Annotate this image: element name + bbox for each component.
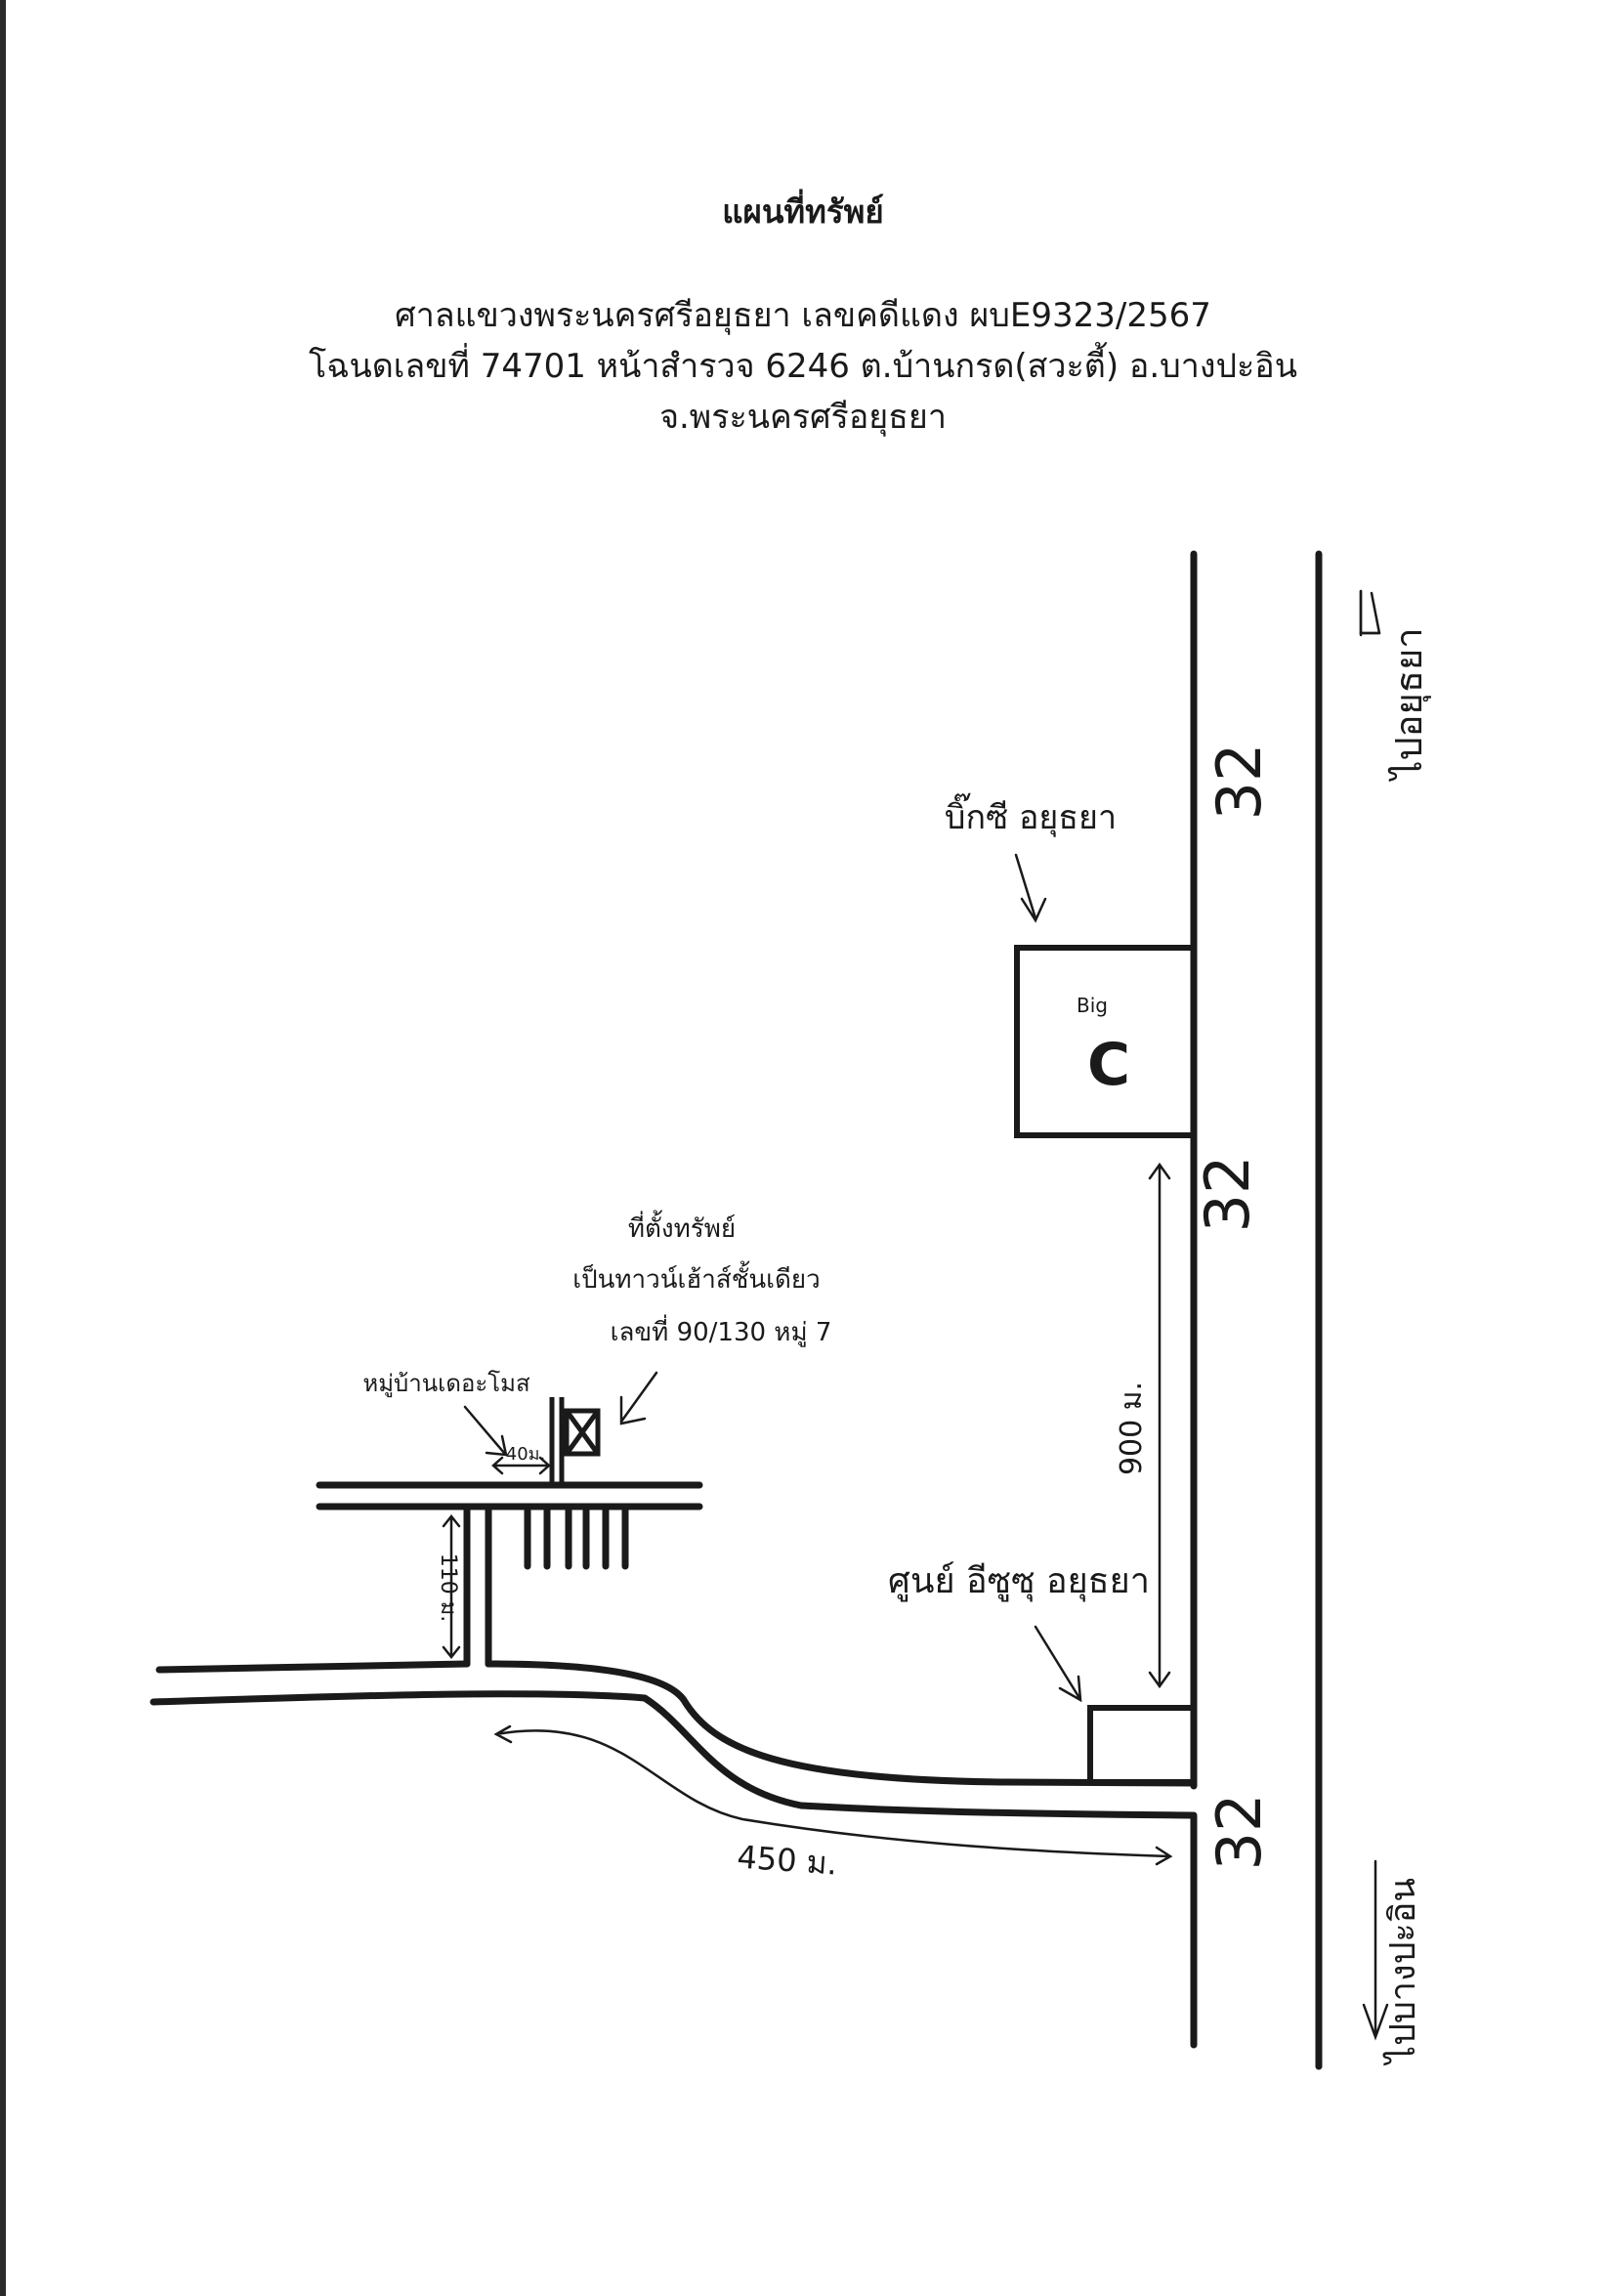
dimension-900 <box>1148 1162 1171 1689</box>
village-pointer <box>463 1405 508 1457</box>
isuzu-pointer <box>1034 1625 1082 1703</box>
scan-edge <box>0 0 6 2296</box>
dimension-450-label: 450 ม. <box>736 1838 838 1882</box>
dimension-40-label: 40ม. <box>506 1444 546 1465</box>
dimension-900-label: 900 ม. <box>1115 1382 1149 1475</box>
side-lane-1 <box>524 1503 551 1570</box>
arrow-to-ayutthaya <box>1359 589 1381 635</box>
bigc-sign-small: Big <box>1077 994 1108 1017</box>
arrow-to-bang-pa-in <box>1362 1859 1389 2041</box>
road-number-label-middle: 32 <box>1192 1156 1263 1233</box>
soi-road-lower-edge <box>149 1690 1196 1819</box>
header-line-court: ศาลแขวงพระนครศรีอยุธยา เลขคดีแดง ผบE9323… <box>395 296 1211 335</box>
map-header: แผนที่ทรัพย์ ศาลแขวงพระนครศรีอยุธยา เลขค… <box>0 186 1606 443</box>
header-line-deed: โฉนดเลขที่ 74701 หน้าสำรวจ 6246 ต.บ้านกร… <box>309 347 1297 386</box>
property-label-line-2: เป็นทาวน์เฮ้าส์ชั้นเดียว <box>572 1260 821 1295</box>
to-bang-pa-in-label: ไปบางปะอิน <box>1382 1878 1423 2066</box>
road-number-label-top: 32 <box>1204 744 1275 821</box>
property-pointer <box>619 1371 658 1425</box>
bigc-logo: C <box>1087 1031 1130 1099</box>
road-number-label-bottom: 32 <box>1204 1794 1275 1871</box>
bigc-building <box>1014 945 1197 1138</box>
dimension-450 <box>493 1724 1173 1866</box>
dimension-40 <box>491 1456 551 1475</box>
property-label-line-1: ที่ตั้งทรัพย์ <box>628 1210 736 1244</box>
to-ayutthaya-label: ไปอยุธยา <box>1387 627 1431 782</box>
isuzu-center-label: ศูนย์ อีซูซุ อยุธยา <box>888 1561 1150 1602</box>
annotation-arrows <box>442 589 1389 2041</box>
bigc-pointer <box>1014 853 1047 923</box>
soi-road-upper-edge <box>155 1660 1198 1787</box>
isuzu-building <box>1087 1705 1197 1785</box>
bigc-label: บิ๊กซี อยุธยา <box>945 792 1117 837</box>
side-lane-2 <box>565 1503 590 1570</box>
side-lane-3 <box>602 1503 629 1570</box>
dimension-110-label: 110 ม. <box>436 1553 460 1622</box>
header-line-province: จ.พระนครศรีอยุธยา <box>659 398 947 437</box>
dimension-110 <box>442 1513 461 1660</box>
map-title: แผนที่ทรัพย์ <box>722 192 884 231</box>
property-label-line-3: เลขที่ 90/130 หมู่ 7 <box>611 1314 832 1347</box>
village-label: หมู่บ้านเดอะโมส <box>362 1370 530 1398</box>
property-plot <box>549 1397 601 1485</box>
